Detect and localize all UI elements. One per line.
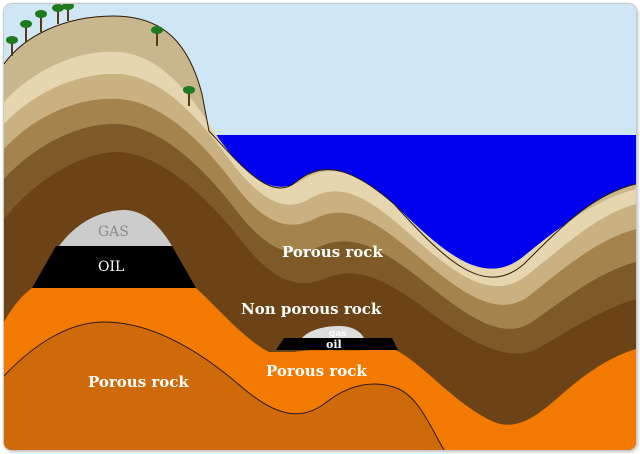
tree-icon	[35, 10, 47, 32]
label-gas-large: GAS	[98, 224, 129, 240]
gas-trap-small	[302, 326, 364, 338]
tree-icon	[6, 36, 18, 56]
label-porous-rock-upper: Porous rock	[282, 243, 383, 261]
label-oil-large: OIL	[98, 259, 124, 275]
diagram-frame: GAS OIL Porous rock Non porous rock gas …	[3, 3, 637, 451]
tree-icon	[20, 20, 32, 42]
boundary-line	[4, 15, 636, 278]
tree-icon	[151, 26, 163, 46]
label-porous-rock-lower-middle: Porous rock	[266, 362, 367, 380]
label-gas-small: gas	[329, 329, 346, 339]
layer-porous-dark-orange	[4, 322, 444, 450]
boundary-line	[4, 321, 445, 450]
label-non-porous-rock: Non porous rock	[241, 300, 382, 318]
gas-trap-large	[59, 209, 172, 246]
geology-cross-section: GAS OIL Porous rock Non porous rock gas …	[4, 4, 636, 450]
oil-trap-large	[32, 246, 196, 288]
label-porous-rock-lower-left: Porous rock	[88, 373, 189, 391]
tree-icon	[183, 86, 195, 106]
oil-trap-small	[276, 338, 398, 350]
tree-icon	[62, 4, 74, 21]
tree-icon	[52, 4, 64, 24]
label-oil-small: oil	[326, 338, 342, 351]
